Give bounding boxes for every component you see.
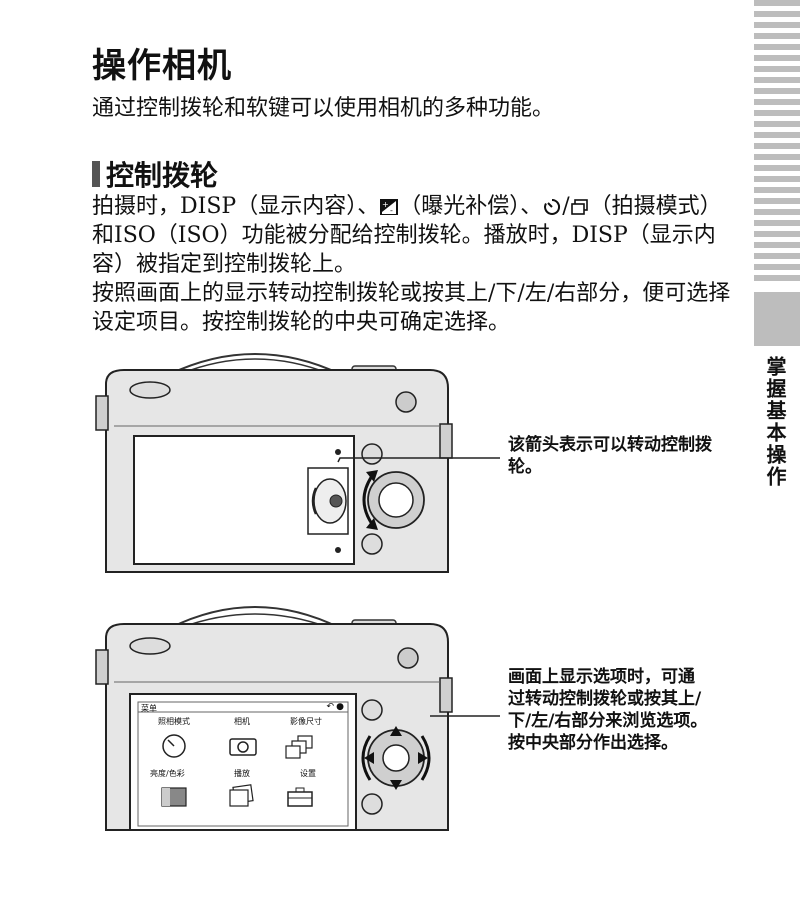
menu-item-label[interactable]: 亮度/色彩	[150, 769, 185, 778]
paragraph-2: 按照画面上的显示转动控制拨轮或按其上/下/左/右部分，便可选择设定项目。按控制拨…	[92, 281, 731, 335]
image-size-icon	[285, 735, 313, 759]
menu-item-label[interactable]: 设置	[300, 769, 316, 778]
callout-rotate-wheel: 该箭头表示可以转动控制拨轮。	[508, 435, 712, 477]
section-heading-text: 控制拨轮	[106, 159, 219, 192]
playback-icon	[229, 784, 254, 807]
section-heading: 控制拨轮	[92, 154, 218, 194]
brightness-color-icon	[161, 787, 187, 807]
svg-text:+: +	[382, 200, 389, 209]
side-index-stripes	[754, 0, 800, 290]
page-title: 操作相机	[92, 46, 232, 86]
paragraph-1: 拍摄时，DISP（显示内容）、+-（曝光补偿）、 /（拍摄模式）和ISO（ISO）…	[92, 192, 732, 279]
back-icon[interactable]: ↶	[326, 702, 334, 712]
side-index-tab	[754, 292, 800, 346]
side-chapter-label: 掌握基本操作	[763, 356, 787, 488]
menu-item-label[interactable]: 影像尺寸	[290, 717, 322, 726]
body-text: 拍摄时，DISP（显示内容）、+-（曝光补偿）、 /（拍摄模式）和ISO（ISO）…	[92, 192, 732, 337]
menu-dot-icon: ●	[336, 702, 344, 712]
menu-screen: 菜单 ↶ ● 照相模式 相机 影像尺寸 亮度/色彩 播放 设置	[138, 702, 348, 826]
para1-part-b: （曝光补偿）、	[399, 194, 543, 219]
para1-part-c: /	[562, 194, 570, 219]
exposure-compensation-icon: +-	[380, 199, 399, 215]
setup-toolbox-icon	[287, 787, 313, 807]
self-timer-icon	[544, 198, 561, 215]
camera-icon	[229, 738, 257, 756]
figure-camera-back-1	[95, 353, 500, 573]
callout-navigate-options: 画面上显示选项时，可通过转动控制拨轮或按其上/下/左/右部分来浏览选项。按中央部…	[508, 667, 708, 753]
figure-camera-back-2	[95, 606, 500, 831]
intro-text: 通过控制拨轮和软键可以使用相机的多种功能。	[92, 96, 555, 121]
menu-header: 菜单	[141, 704, 157, 713]
para1-part-a: 拍摄时，DISP（显示内容）、	[92, 194, 380, 219]
continuous-shooting-icon	[570, 199, 588, 215]
menu-item-label[interactable]: 播放	[234, 769, 250, 778]
para1-part-d: （拍摄模式）和ISO（ISO）功能被分配给控制拨轮。播放时，DISP（显示内容）…	[92, 194, 722, 277]
camera-mode-dial-icon	[162, 734, 186, 758]
menu-item-label[interactable]: 相机	[234, 717, 250, 726]
menu-item-label[interactable]: 照相模式	[158, 717, 190, 726]
svg-text:-: -	[390, 206, 393, 215]
heading-marker	[92, 161, 100, 187]
